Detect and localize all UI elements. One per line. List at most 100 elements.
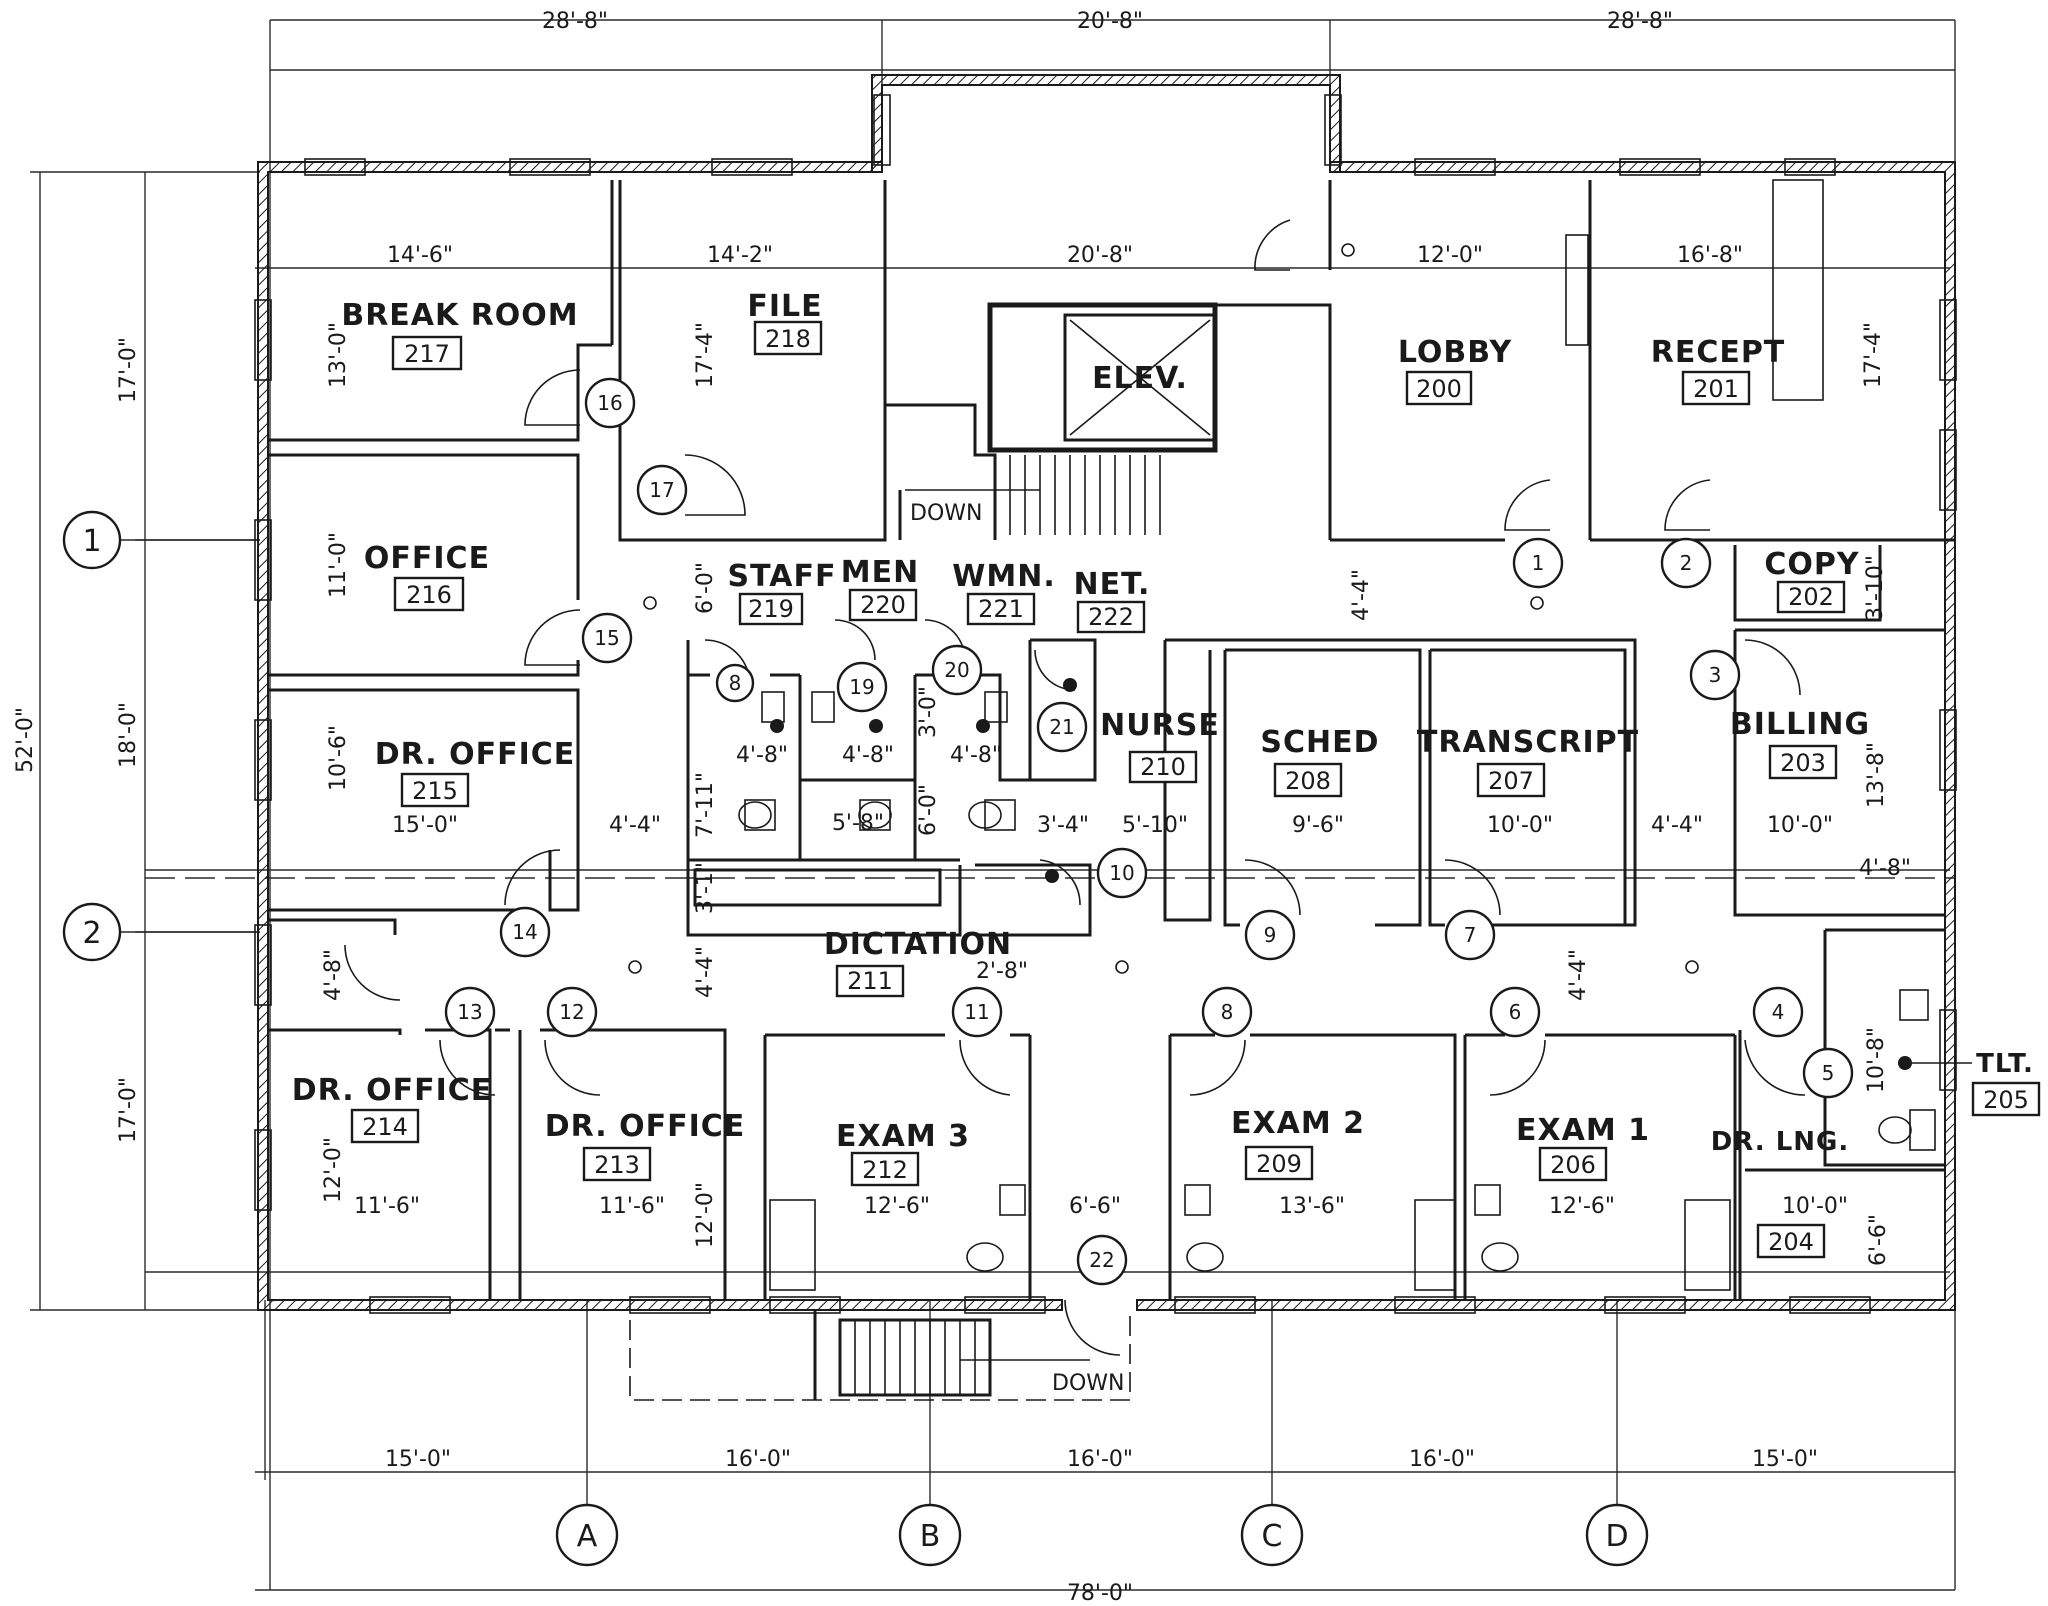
room-number: 216 bbox=[406, 581, 452, 609]
room-dr-office-214: DR. OFFICE 214 11'-6" 12'-0" bbox=[292, 1073, 492, 1219]
room-name: LOBBY bbox=[1398, 335, 1513, 370]
door-tag-11: 11 bbox=[951, 986, 1003, 1038]
room-exam-2: EXAM 2 209 13'-6" bbox=[1231, 1106, 1365, 1219]
door-tag-17: 17 bbox=[636, 464, 688, 516]
room-depth: 17'-4" bbox=[1861, 322, 1886, 388]
room-depth: 13'-0" bbox=[326, 322, 351, 388]
room-number: 204 bbox=[1768, 1228, 1814, 1256]
door-tag-21: 21 bbox=[1036, 701, 1088, 753]
grid-bubble-C: C bbox=[1240, 1503, 1304, 1567]
room-number: 217 bbox=[404, 340, 450, 368]
room-name: EXAM 1 bbox=[1516, 1113, 1650, 1148]
door-tags: 1 2 3 4 5 6 7 8 9 10 11 12 13 14 15 16 1… bbox=[444, 377, 1854, 1286]
room-number: 205 bbox=[1983, 1086, 2029, 1114]
top-dim-right: 28'-8" bbox=[1607, 9, 1673, 34]
room-number: 200 bbox=[1416, 375, 1462, 403]
room-number: 202 bbox=[1788, 583, 1834, 611]
dim-wmn-lower: 6'-0" bbox=[916, 784, 941, 836]
overall-width: 78'-0" bbox=[1067, 1581, 1133, 1606]
room-name: DR. LNG. bbox=[1711, 1127, 1850, 1157]
room-sched: SCHED 208 9'-6" bbox=[1260, 725, 1378, 838]
dim-dr214-side: 4'-8" bbox=[321, 949, 346, 1001]
room-transcript: TRANSCRIPT 207 10'-0" bbox=[1417, 725, 1639, 838]
room-wmn: WMN. 221 bbox=[952, 559, 1055, 626]
room-name: EXAM 2 bbox=[1231, 1106, 1365, 1141]
grid-bubble-2: 2 bbox=[62, 902, 122, 962]
room-depth: 13'-8" bbox=[1864, 742, 1889, 808]
room-number: 203 bbox=[1780, 749, 1826, 777]
door-tag-15: 15 bbox=[581, 612, 633, 664]
svg-text:4: 4 bbox=[1772, 1000, 1785, 1024]
top-dim-left: 28'-8" bbox=[542, 9, 608, 34]
left-dim-middle: 18'-0" bbox=[116, 702, 141, 768]
room-width: 10'-0" bbox=[1782, 1194, 1848, 1219]
dim-corridor-left: 4'-4" bbox=[609, 813, 661, 838]
svg-text:16: 16 bbox=[597, 391, 622, 415]
room-name: BREAK ROOM bbox=[341, 298, 578, 333]
room-width: 5'-10" bbox=[1122, 813, 1188, 838]
room-dr-lng: DR. LNG. 204 10'-0" 6'-6" bbox=[1711, 1127, 1891, 1266]
room-copy: COPY 202 3'-10" bbox=[1764, 547, 1888, 621]
grid-bubble-A: A bbox=[555, 1503, 619, 1567]
room-name: OFFICE bbox=[364, 541, 490, 576]
room-dr-office-215: DR. OFFICE 215 15'-0" 10'-6" bbox=[326, 725, 574, 838]
room-office-216: OFFICE 216 11'-0" bbox=[326, 532, 490, 612]
bottom-dim-2: 16'-0" bbox=[725, 1447, 791, 1472]
svg-text:21: 21 bbox=[1049, 715, 1074, 739]
room-staff: STAFF 219 bbox=[728, 559, 837, 626]
dim-dictation-depth: 3'-1" bbox=[693, 862, 718, 914]
bottom-dim-4: 16'-0" bbox=[1409, 1447, 1475, 1472]
room-depth: 11'-0" bbox=[326, 532, 351, 598]
door-tag-9: 9 bbox=[1244, 909, 1296, 961]
bottom-dim-3: 16'-0" bbox=[1067, 1447, 1133, 1472]
grid-label-B: B bbox=[920, 1519, 941, 1554]
room-elevator: ELEV. 20'-8" bbox=[1067, 243, 1187, 396]
room-recept: RECEPT 201 16'-8" 17'-4" bbox=[1651, 243, 1886, 406]
room-name: TRANSCRIPT bbox=[1417, 725, 1639, 760]
room-name: WMN. bbox=[952, 559, 1055, 594]
room-depth: 12'-0" bbox=[693, 1182, 718, 1248]
room-width: 20'-8" bbox=[1067, 243, 1133, 268]
misc-dimensions: 4'-4" 4'-4" 4'-4" 4'-4" 4'-4" 6'-0" 4'-8… bbox=[321, 562, 1911, 1219]
dim-corridor-right: 4'-4" bbox=[1651, 813, 1703, 838]
left-dim-upper: 17'-0" bbox=[116, 337, 141, 403]
room-name: NURSE bbox=[1100, 708, 1220, 743]
room-number: 222 bbox=[1088, 603, 1134, 631]
room-width: 16'-8" bbox=[1677, 243, 1743, 268]
room-width: 12'-6" bbox=[864, 1194, 930, 1219]
stair-down-label-upper: DOWN bbox=[910, 501, 982, 526]
room-dictation: DICTATION 211 2'-8" bbox=[824, 927, 1028, 998]
room-name: NET. bbox=[1074, 567, 1151, 602]
svg-text:19: 19 bbox=[849, 675, 874, 699]
dim-net-width: 3'-4" bbox=[1037, 813, 1089, 838]
room-billing: BILLING 203 10'-0" 13'-8" bbox=[1730, 707, 1889, 838]
room-depth: 3'-10" bbox=[1863, 555, 1888, 621]
grid-bubble-1: 1 bbox=[62, 510, 122, 570]
room-number: 221 bbox=[978, 595, 1024, 623]
svg-text:14: 14 bbox=[512, 920, 537, 944]
room-depth: 10'-8" bbox=[1864, 1027, 1889, 1093]
grid-label-1: 1 bbox=[82, 524, 101, 559]
room-name: BILLING bbox=[1730, 707, 1870, 742]
dim-stall-depth: 7'-11" bbox=[693, 772, 718, 838]
bottom-dim-1: 15'-0" bbox=[385, 1447, 451, 1472]
top-dim-center: 20'-8" bbox=[1077, 9, 1143, 34]
svg-text:1: 1 bbox=[1532, 551, 1545, 575]
door-tag-staff: 8 bbox=[715, 663, 755, 703]
svg-text:17: 17 bbox=[649, 478, 674, 502]
dim-staff-depth: 6'-0" bbox=[693, 562, 718, 614]
svg-text:15: 15 bbox=[594, 626, 619, 650]
room-width: 13'-6" bbox=[1279, 1194, 1345, 1219]
svg-text:3: 3 bbox=[1709, 663, 1722, 687]
room-lobby: LOBBY 200 12'-0" bbox=[1398, 243, 1513, 406]
left-dim-overall: 52'-0" bbox=[13, 707, 38, 773]
room-name: COPY bbox=[1764, 547, 1860, 582]
room-number: 206 bbox=[1550, 1151, 1596, 1179]
room-number: 220 bbox=[860, 591, 906, 619]
room-name: STAFF bbox=[728, 559, 837, 594]
svg-text:11: 11 bbox=[964, 1000, 989, 1024]
door-tag-7: 7 bbox=[1444, 909, 1496, 961]
room-file: FILE 218 14'-2" 17'-4" bbox=[693, 243, 823, 388]
room-number: 208 bbox=[1285, 767, 1331, 795]
